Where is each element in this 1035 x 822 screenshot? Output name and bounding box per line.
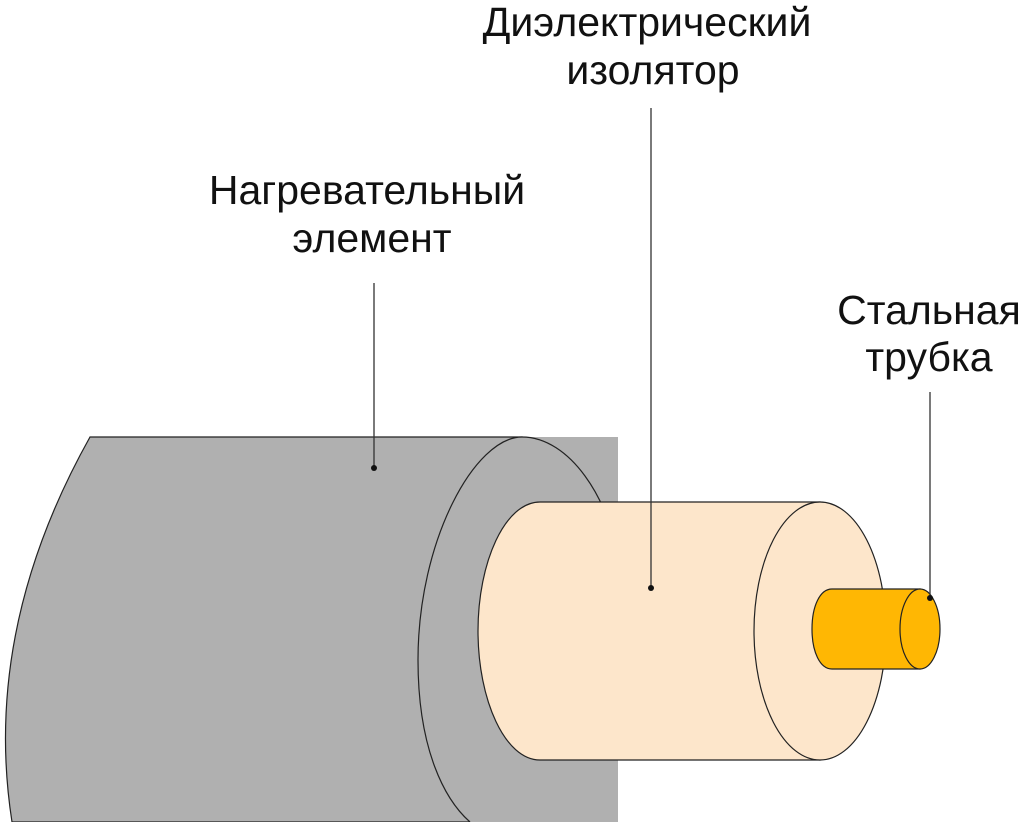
label-dielectric-insulator-line1: Диэлектрический: [483, 0, 812, 45]
leader-line-heating-element: [371, 283, 377, 471]
label-steel-tube: Стальная трубка: [837, 287, 1021, 380]
steel-tube-end-face: [899, 588, 941, 670]
leader-line-steel-tube: [927, 392, 933, 601]
heating-element-end-edge: [417, 436, 523, 822]
anchor-dot-dielectric-insulator: [648, 585, 654, 591]
steel-tube-layer: [811, 588, 941, 670]
label-heating-element: Нагревательный элемент: [209, 167, 525, 261]
label-heating-element-line1: Нагревательный: [209, 167, 525, 213]
anchor-dot-heating-element: [371, 465, 377, 471]
label-heating-element-line2: элемент: [292, 215, 451, 261]
steel-tube-body: [811, 588, 921, 670]
dielectric-insulator-body: [477, 501, 821, 761]
label-dielectric-insulator-line2: изолятор: [566, 47, 739, 93]
label-steel-tube-line2: трубка: [865, 334, 992, 380]
label-dielectric-insulator: Диэлектрический изолятор: [483, 0, 812, 93]
label-steel-tube-line1: Стальная: [837, 287, 1021, 333]
anchor-dot-steel-tube: [927, 595, 933, 601]
leader-line-dielectric-insulator: [648, 108, 654, 591]
heating-element-body: [4, 436, 523, 822]
